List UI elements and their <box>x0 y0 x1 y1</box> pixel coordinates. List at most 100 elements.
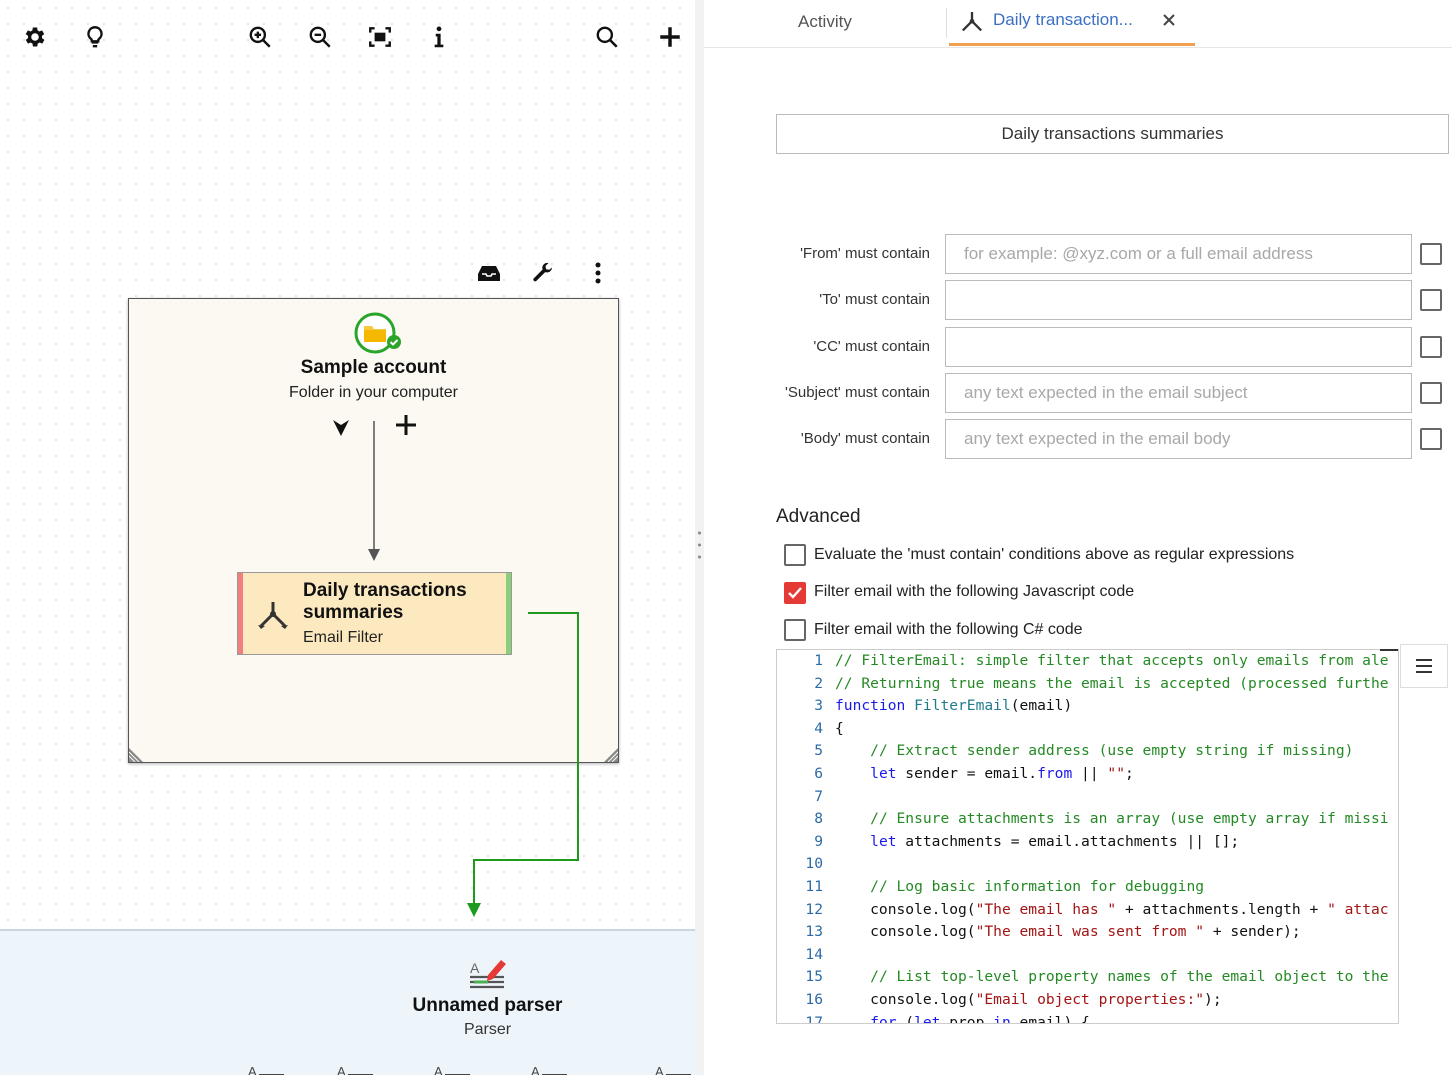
collapse-arrow-icon[interactable] <box>332 419 350 437</box>
close-icon[interactable] <box>1157 8 1181 32</box>
regex-option-checkbox[interactable] <box>784 544 806 566</box>
search-button[interactable] <box>591 21 623 53</box>
more-vertical-icon <box>595 262 601 284</box>
line-number: 8 <box>814 810 823 828</box>
split-icon <box>962 12 982 32</box>
svg-text:A: A <box>470 960 480 976</box>
code-line: 7 <box>777 786 1397 809</box>
node-toolbar <box>470 258 610 288</box>
tab-activity[interactable]: Activity <box>798 12 852 31</box>
tips-button[interactable] <box>79 21 111 53</box>
zoom-in-button[interactable] <box>244 21 276 53</box>
configure-button[interactable] <box>528 258 558 288</box>
tab-daily-transactions[interactable]: Daily transaction... <box>949 0 1195 46</box>
account-title: Sample account <box>300 357 447 378</box>
code-text: for (let prop in email) { <box>870 1013 1090 1024</box>
cc-input[interactable] <box>945 327 1412 367</box>
code-line: 12 console.log("The email has " + attach… <box>777 899 1397 922</box>
code-line: 4{ <box>777 718 1397 741</box>
fit-screen-icon <box>369 27 391 47</box>
code-text: // Log basic information for debugging <box>870 877 1205 895</box>
to-regex-checkbox[interactable] <box>1420 289 1442 311</box>
svg-text:A: A <box>248 1064 257 1075</box>
email-filter-node[interactable]: Daily transactions summaries Email Filte… <box>237 572 512 655</box>
pane-splitter[interactable] <box>695 0 704 1075</box>
body-input[interactable] <box>945 419 1412 459</box>
split-icon <box>258 602 288 629</box>
to-label: 'To' must contain <box>819 291 930 308</box>
code-line: 8 // Ensure attachments is an array (use… <box>777 808 1397 831</box>
tab-divider <box>946 8 947 38</box>
regex-option-label[interactable]: Evaluate the 'must contain' conditions a… <box>814 546 1295 563</box>
svg-text:A: A <box>655 1064 664 1075</box>
code-line: 14 <box>777 944 1397 967</box>
javascript-option-label[interactable]: Filter email with the following Javascri… <box>814 583 1135 600</box>
subject-input[interactable] <box>945 373 1412 413</box>
filter-node-right-bar <box>506 573 511 654</box>
csharp-option-checkbox[interactable] <box>784 619 806 641</box>
code-lines: 1// FilterEmail: simple filter that acce… <box>777 650 1397 1024</box>
resize-corner-right[interactable] <box>604 748 618 762</box>
code-line: 5 // Extract sender address (use empty s… <box>777 740 1397 763</box>
code-line: 6 let sender = email.from || ""; <box>777 763 1397 786</box>
code-line: 11 // Log basic information for debuggin… <box>777 876 1397 899</box>
hamburger-menu-icon <box>1416 659 1432 673</box>
workflow-canvas[interactable]: Sample account Folder in your computer D… <box>0 0 695 1075</box>
inbox-button[interactable] <box>474 258 504 288</box>
line-number: 1 <box>814 652 823 669</box>
subject-regex-checkbox[interactable] <box>1420 382 1442 404</box>
code-text: console.log("Email object properties:"); <box>835 990 1222 1008</box>
line-number: 6 <box>814 764 823 782</box>
add-button[interactable] <box>654 21 686 53</box>
account-container[interactable]: Sample account Folder in your computer D… <box>128 298 619 763</box>
filter-name-input[interactable] <box>776 114 1449 154</box>
editor-scroll-marker <box>1380 649 1398 651</box>
code-line: 16 console.log("Email object properties:… <box>777 989 1397 1012</box>
csharp-option-label[interactable]: Filter email with the following C# code <box>814 621 1083 638</box>
gear-icon <box>25 27 45 47</box>
body-regex-checkbox[interactable] <box>1420 428 1442 450</box>
connector-arrow <box>467 612 579 917</box>
info-button[interactable] <box>423 21 455 53</box>
fit-view-button[interactable] <box>364 21 396 53</box>
code-text: // Extract sender address (use empty str… <box>870 742 1354 760</box>
from-input[interactable] <box>945 234 1412 274</box>
code-text: let sender = email.from || ""; <box>870 764 1134 782</box>
more-options-button[interactable] <box>583 258 613 288</box>
zoom-out-button[interactable] <box>304 21 336 53</box>
code-line: 3 function FilterEmail(email) <box>777 695 1397 718</box>
parser-area[interactable]: A Unnamed parser Parser A A A A A <box>0 929 695 1075</box>
line-number: 10 <box>805 855 823 873</box>
from-regex-checkbox[interactable] <box>1420 243 1442 265</box>
subject-label: 'Subject' must contain <box>785 384 930 401</box>
code-line: 2// Returning true means the email is ac… <box>777 673 1397 696</box>
parser-field-icon: A <box>531 1064 567 1075</box>
cc-regex-checkbox[interactable] <box>1420 336 1442 358</box>
javascript-option-checkbox[interactable] <box>784 582 806 604</box>
code-line: 15 // List top-level property names of t… <box>777 966 1397 989</box>
svg-text:A: A <box>434 1064 443 1075</box>
tab-daily-label: Daily transaction... <box>993 10 1133 29</box>
line-number: 4 <box>814 719 823 737</box>
code-line: 13 console.log("The email was sent from … <box>777 921 1397 944</box>
code-line: 10 <box>777 853 1397 876</box>
parser-field-icon: A <box>248 1064 284 1075</box>
line-number: 3 <box>814 697 823 715</box>
add-child-icon[interactable] <box>394 413 418 437</box>
zoom-out-icon <box>309 26 331 48</box>
svg-text:A: A <box>531 1064 540 1075</box>
from-label: 'From' must contain <box>800 245 930 262</box>
to-input[interactable] <box>945 280 1412 320</box>
line-number: 17 <box>805 1013 823 1024</box>
code-editor[interactable]: 1// FilterEmail: simple filter that acce… <box>776 649 1399 1024</box>
code-text: function FilterEmail(email) <box>835 697 1073 715</box>
resize-corner-left[interactable] <box>129 748 143 762</box>
parser-field-icon: A <box>655 1064 691 1075</box>
settings-button[interactable] <box>19 21 51 53</box>
plus-icon <box>660 27 680 47</box>
body-label: 'Body' must contain <box>800 430 930 447</box>
line-number: 7 <box>814 787 823 805</box>
code-text: // Ensure attachments is an array (use e… <box>870 810 1389 828</box>
wrench-icon <box>533 262 552 282</box>
editor-menu-button[interactable] <box>1400 644 1448 688</box>
